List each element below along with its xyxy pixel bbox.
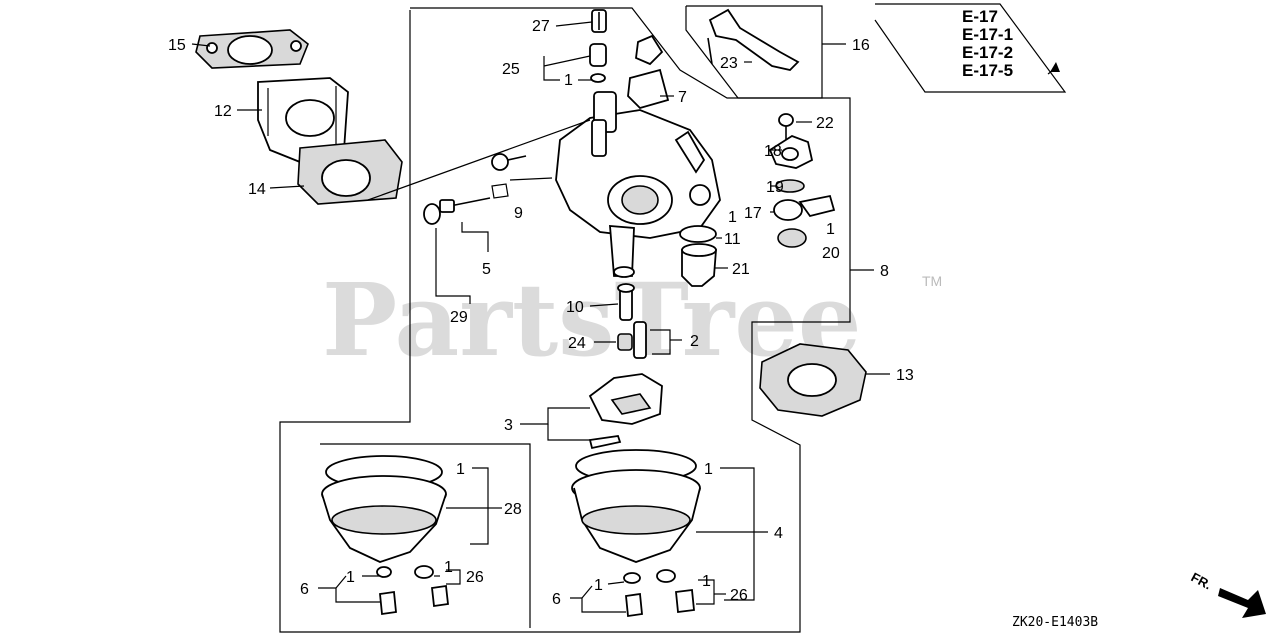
callout-12: 12 [214,103,232,120]
leader-lines [191,21,1057,613]
diagram-code: ZK20-E1403B [1012,615,1098,630]
callout-1-washer-right: 1 [702,573,711,590]
callout-22: 22 [816,115,834,132]
callout-1-jet: 1 [564,72,573,89]
callout-1-bolt-left: 1 [346,569,355,586]
callout-20: 20 [822,245,840,262]
callout-29: 29 [450,309,468,326]
part-jet-25 [589,43,607,83]
callout-5: 5 [482,261,491,278]
reference-e17-5: E-17-5 [962,61,1013,80]
callout-1-bolt-right: 1 [594,577,603,594]
callout-24: 24 [568,335,586,352]
callout-1-oring: 1 [728,209,737,226]
callout-17: 17 [744,205,762,222]
callout-9: 9 [514,205,523,222]
reference-e17-1: E-17-1 [962,25,1013,44]
callout-2: 2 [690,333,699,350]
callout-28: 28 [504,501,522,518]
part-float-3 [588,373,663,450]
part-16-box [685,5,823,99]
part-insulator-12 [257,77,349,163]
callout-labels: 15 12 14 27 25 1 7 16 23 22 18 19 17 1 2… [168,18,914,608]
part-bolt-6-right [625,588,695,618]
float-bowl-left-outline [320,443,531,628]
reference-e17-2: E-17-2 [962,43,1013,62]
callout-8: 8 [880,263,889,280]
part-float-bowl-right [571,449,701,584]
callout-13: 13 [896,367,914,384]
part-jet-10 [617,283,635,321]
part-valve-2 [617,321,647,359]
callout-26-left: 26 [466,569,484,586]
callout-6-right: 6 [552,591,561,608]
reference-codes: E-17 E-17-1 E-17-2 E-17-5 [962,7,1013,80]
callout-1-bowl-left: 1 [456,461,465,478]
callout-27: 27 [532,18,550,35]
part-carburetor-body [555,91,721,278]
part-oring-11 [679,225,717,243]
part-float-bowl-left [321,455,447,579]
callout-16: 16 [852,37,870,54]
reference-arrow-icon [1050,62,1060,72]
front-arrow-icon [1218,588,1266,618]
callout-26-right: 26 [730,587,748,604]
callout-19: 19 [766,179,784,196]
part-screw-9 [491,153,527,199]
callout-14: 14 [248,181,266,198]
part-gasket-14 [297,139,403,205]
part-nut-20 [777,228,807,248]
front-marker-label: FR. [1189,569,1215,592]
watermark-trademark: TM [922,273,942,289]
reference-box-outline [874,3,1067,93]
callout-1-washer-left: 1 [444,559,453,576]
part-screw-22 [778,113,794,140]
callout-6-left: 6 [300,581,309,598]
callout-25: 25 [502,61,520,78]
part-lever-17 [773,194,836,221]
part-screw-27 [591,9,607,33]
callout-7: 7 [678,89,687,106]
callout-23: 23 [720,55,738,72]
callout-3: 3 [504,417,513,434]
callout-11: 11 [724,231,741,248]
part-choke-7 [627,34,670,110]
callout-1-nut: 1 [826,221,835,238]
callout-10: 10 [566,299,584,316]
part-gasket-13 [759,343,867,417]
callout-18: 18 [764,143,782,160]
reference-e17: E-17 [962,7,998,26]
callout-15: 15 [168,37,186,54]
part-bolt-6-left [379,584,449,616]
part-gasket-15 [195,29,309,69]
main-assembly-outline [279,7,851,633]
callout-4: 4 [774,525,783,542]
callout-21: 21 [732,261,750,278]
part-cover-18 [768,134,814,169]
part-float-21 [681,243,717,287]
callout-1-bowl-right: 1 [704,461,713,478]
part-screw-5 [423,197,491,225]
part-lever-23 [707,8,800,71]
